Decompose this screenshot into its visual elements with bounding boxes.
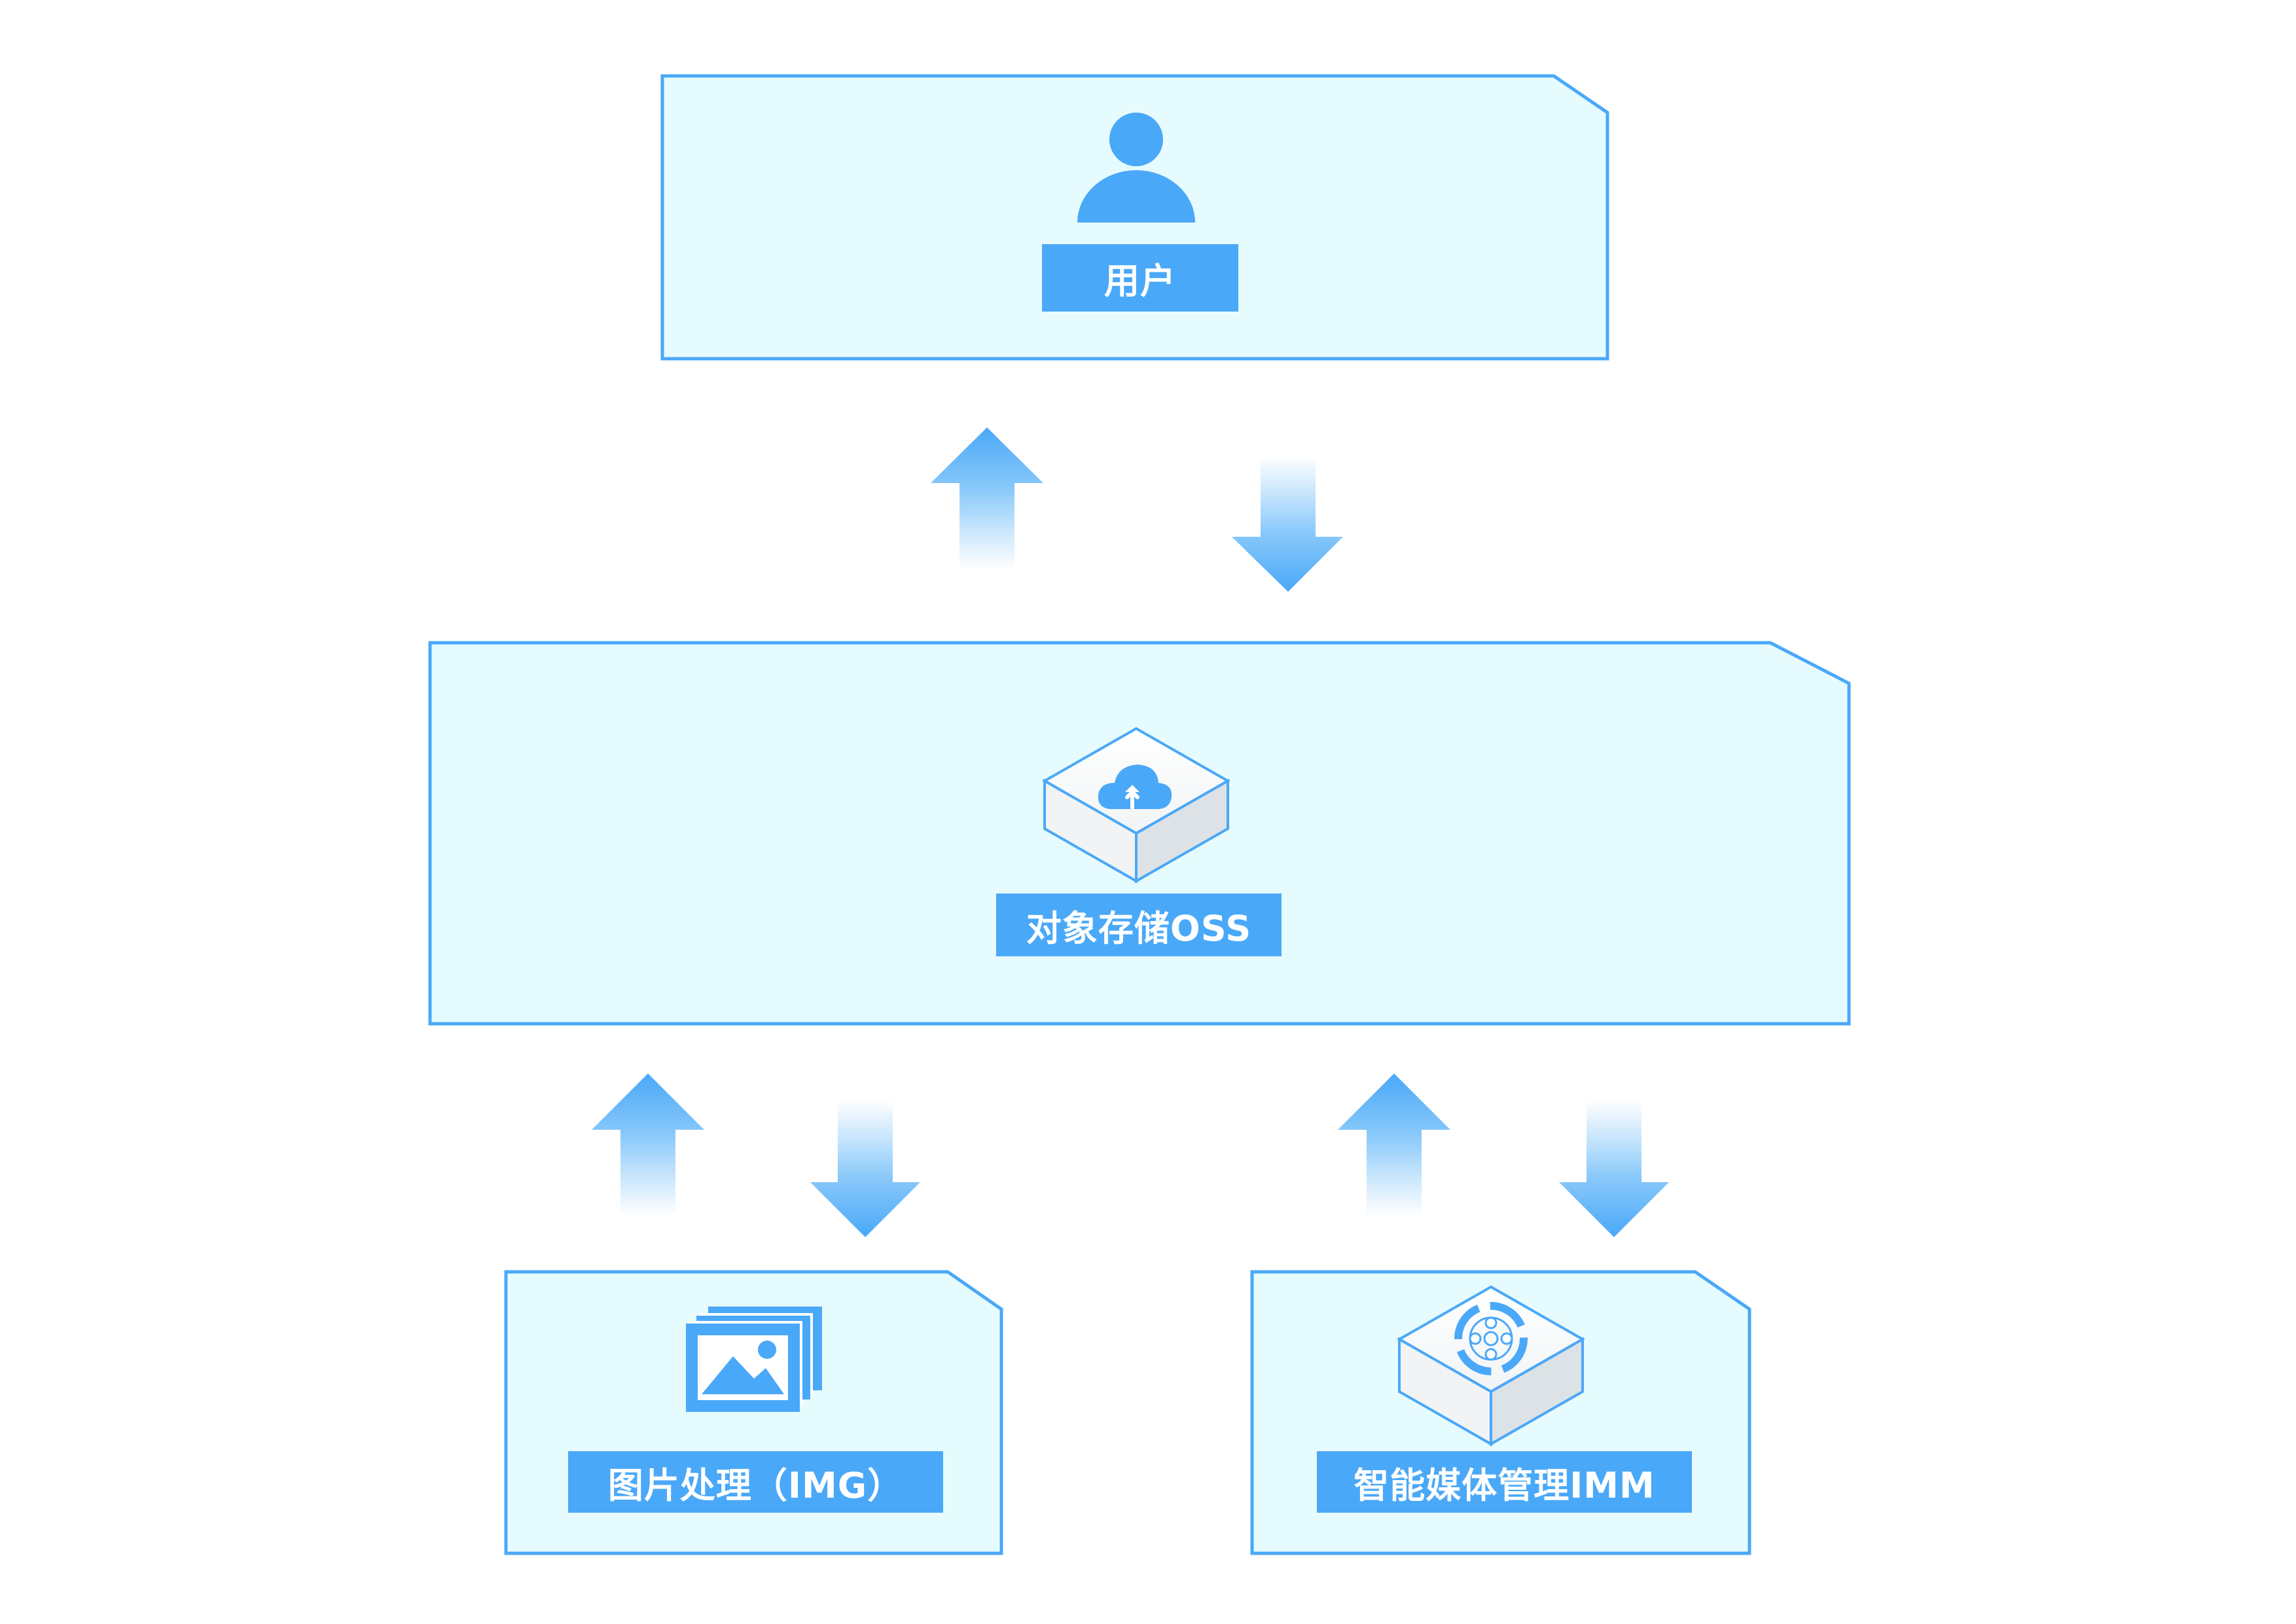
user-label: 用户 xyxy=(1042,244,1238,312)
imm-label: 智能媒体管理IMM xyxy=(1317,1451,1692,1513)
cloud-storage-icon xyxy=(1041,727,1231,884)
arrow-up-img-to-oss xyxy=(592,1074,704,1216)
image-gallery-icon xyxy=(686,1307,822,1412)
arrow-down-user-to-oss xyxy=(1232,455,1343,592)
img-label: 图片处理（IMG） xyxy=(568,1451,943,1513)
user-icon xyxy=(1077,113,1195,223)
arrow-up-oss-to-user xyxy=(931,427,1043,569)
arrow-up-imm-to-oss xyxy=(1338,1074,1450,1216)
media-target-icon xyxy=(1396,1285,1586,1447)
arrow-down-oss-to-imm xyxy=(1559,1100,1669,1237)
oss-label: 对象存储OSS xyxy=(996,893,1282,956)
arrow-down-oss-to-img xyxy=(810,1100,920,1237)
